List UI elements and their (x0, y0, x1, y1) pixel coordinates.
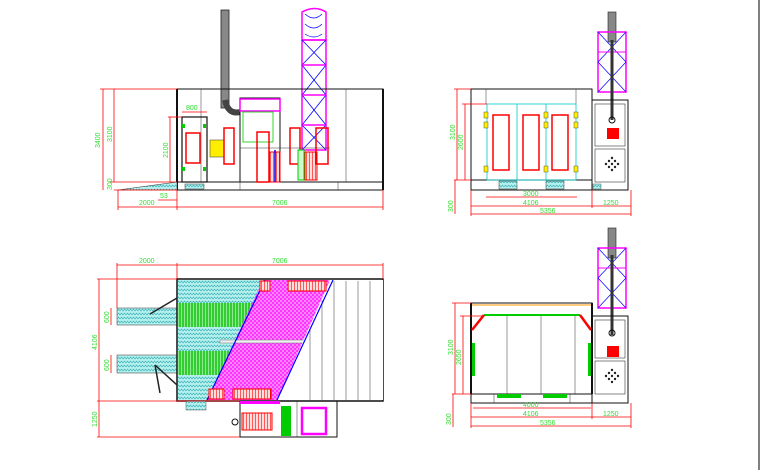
plan-dim-track-width-1: 600 (104, 311, 111, 323)
plan-dimensions: 2000 7006 4106 600 600 1250 (92, 258, 384, 438)
side-dim-door-opening: 3000 (523, 191, 539, 198)
fan-unit-2 (256, 131, 270, 183)
ramp-track-1 (116, 307, 178, 326)
personnel-door (181, 116, 208, 183)
section-dim-total-width: 5356 (540, 420, 556, 427)
exhaust-duct (220, 9, 230, 109)
control-panel (209, 139, 225, 158)
wall-light-left (472, 343, 475, 376)
burner-duct (242, 111, 274, 143)
fan-unit-1 (223, 127, 235, 165)
filter-panel (297, 149, 305, 181)
entry-ramp (117, 181, 178, 191)
wall-light-right (588, 343, 591, 376)
intake-filter (239, 98, 281, 112)
side-dim-equipment-width: 1250 (603, 200, 619, 207)
plan-dim-booth-length: 7006 (272, 258, 288, 265)
front-dimensions: 3400 3100 300 2100 800 53 2000 7006 (95, 88, 384, 210)
vent-grille-icon (604, 368, 620, 384)
section-dim-base-height: 300 (446, 413, 453, 425)
door-leaf-2 (522, 114, 540, 171)
fan-unit-4 (315, 127, 329, 165)
section-dim-booth-width: 4106 (523, 411, 539, 418)
dim-booth-height: 3100 (107, 126, 114, 142)
section-dim-inner-height: 2650 (456, 349, 463, 365)
section-cut-line-2 (276, 279, 334, 401)
floor-grate (184, 183, 205, 190)
plan-dim-ramp-length: 2000 (139, 258, 155, 265)
side-elevation-view: 3100 2600 300 3000 4106 1250 5356 (448, 11, 632, 216)
side-dim-total-width: 5356 (540, 208, 556, 215)
side-exhaust-stack (597, 11, 627, 120)
duct-elbow (222, 99, 241, 116)
equipment-cabinet (591, 99, 629, 191)
dim-base-height: 300 (107, 178, 114, 190)
pulley-icon (608, 329, 616, 337)
side-dim-base-height: 300 (448, 200, 455, 212)
pulley-icon (608, 116, 616, 124)
plan-equipment-room (231, 400, 338, 438)
main-doors-frame (486, 103, 577, 181)
door-leaf-1 (492, 114, 510, 171)
door-hinges (483, 111, 579, 173)
dim-offset: 53 (160, 193, 168, 200)
dim-door-height: 2100 (163, 142, 170, 158)
front-elevation-view: 3400 3100 300 2100 800 53 2000 7006 (95, 7, 384, 210)
section-view: 3100 2650 300 4000 4106 1250 5356 (446, 227, 632, 428)
side-dim-height: 3100 (450, 124, 457, 140)
door-swing-2 (154, 364, 178, 386)
plan-dim-track-width-2: 600 (104, 359, 111, 371)
section-exhaust-stack (597, 227, 627, 335)
roof-panels (277, 280, 383, 400)
plan-view: 2000 7006 4106 600 600 1250 (92, 258, 384, 438)
roof-panel-lines (309, 281, 371, 400)
section-dim-inner-width: 4000 (523, 402, 539, 409)
side-dim-booth-width: 4106 (523, 200, 539, 207)
vent-grille-icon (604, 156, 620, 172)
exhaust-stack-tower (301, 7, 327, 151)
fan-unit-3 (289, 127, 301, 165)
plan-dim-booth-width: 4106 (92, 334, 99, 350)
dim-door-width: 800 (186, 105, 198, 112)
dim-ramp-length: 2000 (139, 200, 155, 207)
section-dim-equipment-width: 1250 (603, 411, 619, 418)
section-burner-unit (607, 346, 619, 357)
pulley-icon (231, 418, 239, 426)
section-dim-height: 3100 (448, 339, 455, 355)
dim-booth-length: 7006 (272, 200, 288, 207)
door-leaf-3 (551, 114, 569, 171)
ramp-track-2 (116, 354, 178, 374)
section-dimensions: 3100 2650 300 4000 4106 1250 5356 (446, 302, 632, 428)
section-cut-line-1 (206, 279, 266, 401)
side-dim-door-height: 2600 (458, 134, 465, 150)
booth-body-section (470, 302, 593, 404)
burner-unit (607, 128, 619, 139)
side-dimensions: 3100 2600 300 3000 4106 1250 5356 (448, 88, 632, 216)
dim-total-height: 3400 (95, 132, 102, 148)
section-equipment-cabinet (591, 315, 629, 404)
door-swing-1 (149, 297, 178, 315)
motor-2 (304, 151, 318, 181)
plan-dim-equipment-depth: 1250 (92, 411, 99, 427)
